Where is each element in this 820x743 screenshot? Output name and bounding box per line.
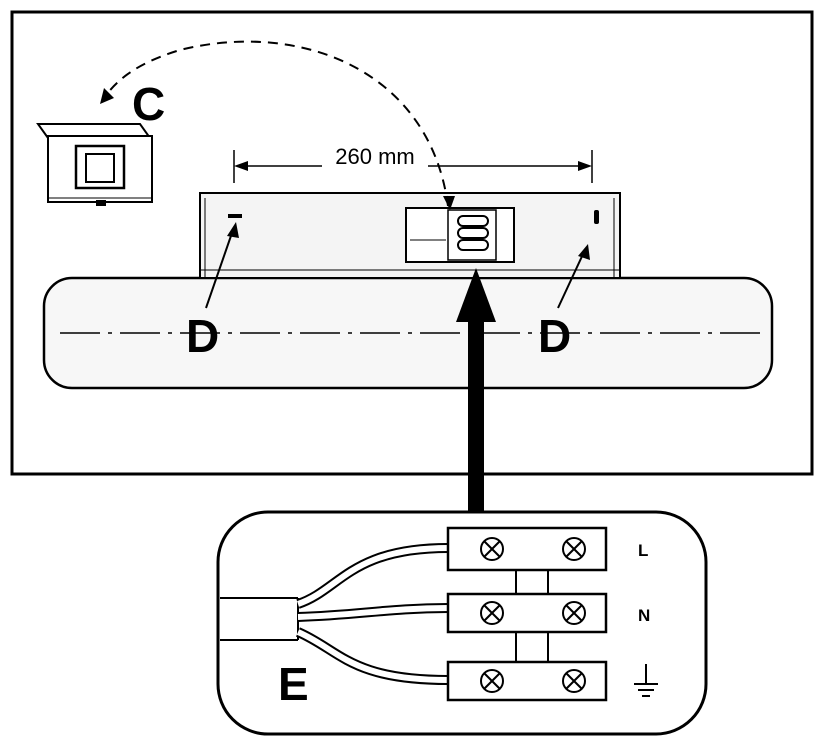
fixing-label-left: D bbox=[186, 310, 219, 362]
cable-label: E bbox=[278, 658, 309, 710]
terminal-label-live: L bbox=[638, 541, 648, 560]
bracket-terminal-block bbox=[405, 207, 515, 263]
wires bbox=[295, 543, 449, 685]
fixing-label-right: D bbox=[538, 310, 571, 362]
connection-arrow-head bbox=[456, 268, 496, 322]
removal-arrow bbox=[103, 40, 449, 207]
earth-ground-icon bbox=[634, 664, 658, 697]
terminal-cover bbox=[36, 123, 153, 206]
dimension-label: 260 mm bbox=[335, 144, 414, 169]
connection-arrow-shaft bbox=[468, 316, 484, 520]
terminal-strip bbox=[446, 526, 608, 702]
screw-icon bbox=[480, 537, 586, 693]
fixing-hole-left bbox=[228, 214, 242, 218]
terminal-label-neutral: N bbox=[638, 606, 650, 625]
cover-label: C bbox=[132, 78, 165, 130]
fixing-hole-right bbox=[594, 210, 599, 224]
